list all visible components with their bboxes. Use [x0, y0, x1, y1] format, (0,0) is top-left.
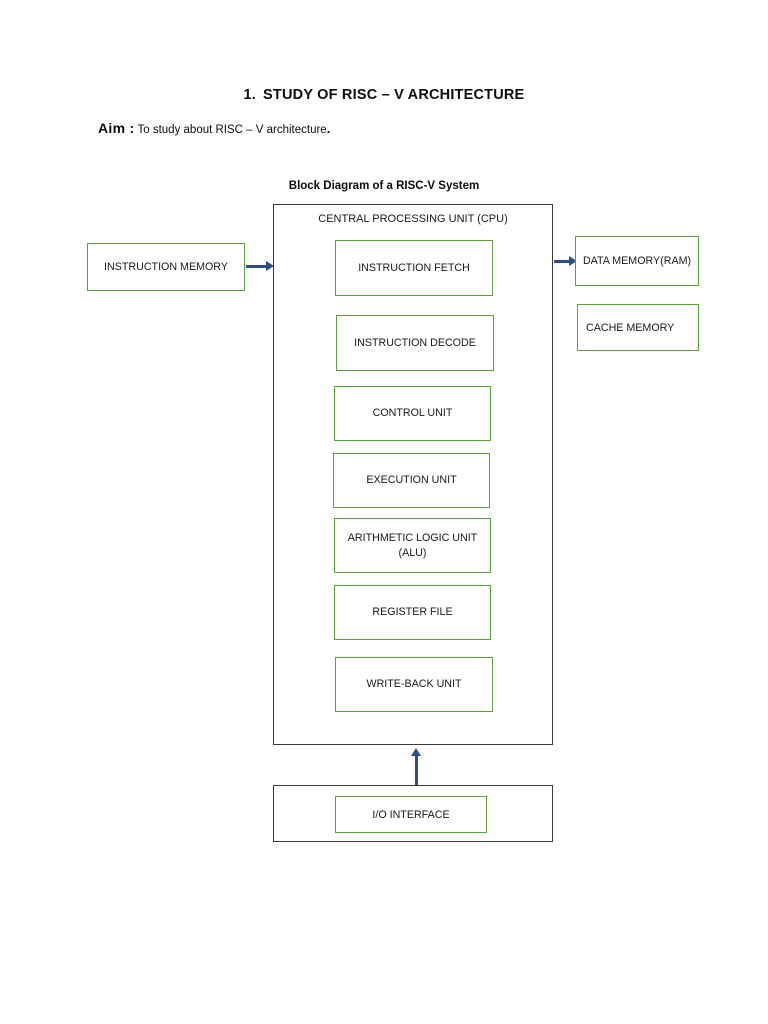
block-data-memory-label: DATA MEMORY(RAM): [582, 254, 692, 267]
block-instruction-fetch: INSTRUCTION FETCH: [335, 240, 493, 296]
block-io-interface-label: I/O INTERFACE: [372, 808, 450, 821]
page-title: 1. STUDY OF RISC – V ARCHITECTURE: [0, 87, 768, 103]
arrow-head-icon: [569, 256, 577, 266]
diagram-title: Block Diagram of a RISC-V System: [288, 180, 480, 192]
arrow-shaft: [415, 755, 418, 786]
block-arithmetic-logic-unit: ARITHMETIC LOGIC UNIT (ALU): [334, 518, 491, 573]
block-cache-memory-label: CACHE MEMORY: [586, 321, 675, 334]
block-execution-unit-label: EXECUTION UNIT: [366, 474, 457, 487]
block-data-memory: DATA MEMORY(RAM): [575, 236, 699, 286]
block-register-file: REGISTER FILE: [334, 585, 491, 640]
aim-period: .: [326, 121, 331, 136]
aim-paragraph: Aim : To study about RISC – V architectu…: [98, 120, 330, 136]
page-title-number: 1.: [243, 87, 257, 103]
arrow-io-interface-to-cpu: [411, 748, 422, 786]
arrow-instruction-memory-to-cpu: [246, 261, 274, 272]
block-execution-unit: EXECUTION UNIT: [333, 453, 490, 508]
aim-label: Aim :: [98, 120, 135, 136]
page-title-text: STUDY OF RISC – V ARCHITECTURE: [263, 87, 525, 103]
block-cpu-label: CENTRAL PROCESSING UNIT (CPU): [318, 213, 508, 225]
block-io-container: I/O INTERFACE: [273, 785, 553, 842]
block-cpu-container: CENTRAL PROCESSING UNIT (CPU) INSTRUCTIO…: [273, 204, 553, 745]
block-control-unit: CONTROL UNIT: [334, 386, 491, 441]
block-instruction-memory: INSTRUCTION MEMORY: [87, 243, 245, 291]
block-arithmetic-logic-unit-label: ARITHMETIC LOGIC UNIT (ALU): [347, 532, 478, 559]
aim-text: To study about RISC – V architecture: [137, 124, 327, 136]
arrow-head-icon: [266, 261, 274, 271]
arrow-cpu-to-data-memory: [554, 256, 577, 267]
block-control-unit-label: CONTROL UNIT: [372, 407, 453, 420]
block-instruction-fetch-label: INSTRUCTION FETCH: [358, 261, 470, 274]
block-instruction-memory-label: INSTRUCTION MEMORY: [104, 261, 228, 273]
block-instruction-decode-label: INSTRUCTION DECODE: [354, 336, 476, 349]
block-cache-memory: CACHE MEMORY: [577, 304, 699, 351]
block-write-back-unit: WRITE-BACK UNIT: [335, 657, 493, 712]
block-write-back-unit-label: WRITE-BACK UNIT: [366, 678, 462, 691]
arrow-shaft: [554, 260, 570, 263]
block-instruction-decode: INSTRUCTION DECODE: [336, 315, 494, 371]
block-register-file-label: REGISTER FILE: [372, 606, 453, 619]
block-io-interface: I/O INTERFACE: [335, 796, 487, 833]
arrow-head-icon: [411, 748, 421, 756]
arrow-shaft: [246, 265, 267, 268]
